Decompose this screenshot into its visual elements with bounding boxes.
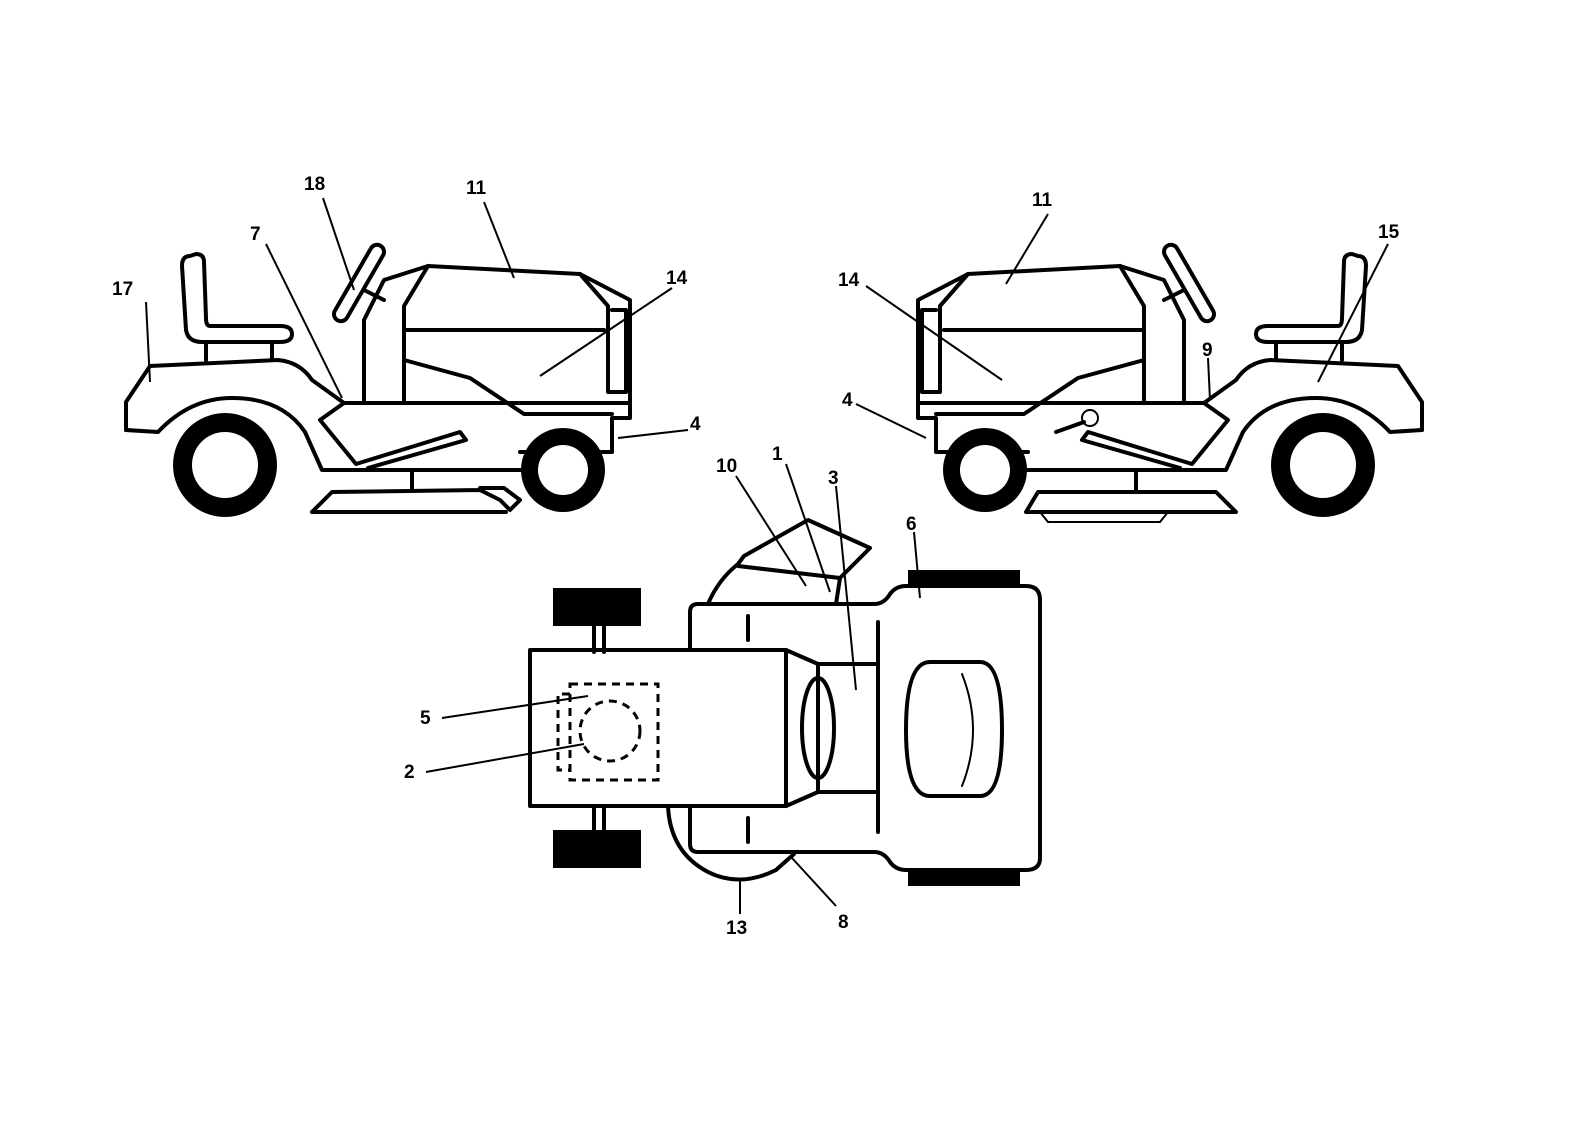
rear-wheel-arch: [124, 396, 540, 472]
callout-14: 14: [666, 268, 688, 289]
hood: [362, 264, 632, 454]
deck-top: [688, 584, 1042, 872]
callout-15: 15: [1378, 222, 1400, 243]
front-wheel-right: [553, 830, 641, 868]
callout-3: 3: [828, 468, 839, 489]
callout-13: 13: [726, 918, 747, 939]
callout-7: 7: [250, 224, 261, 245]
callout-11-right: 11: [1032, 190, 1053, 211]
callout-4-right: 4: [842, 390, 853, 411]
seat-top: [904, 660, 1004, 798]
callout-14-right: 14: [838, 270, 860, 291]
callout-9: 9: [1202, 340, 1213, 361]
mower-deck: [310, 486, 522, 514]
callout-8: 8: [838, 912, 849, 933]
seat: [180, 252, 294, 344]
callout-17: 17: [112, 279, 133, 300]
callout-10: 10: [716, 456, 737, 477]
front-wheel-left: [553, 588, 641, 626]
top-view: 10 1 3 6 5 2 13 8: [404, 444, 1042, 939]
callout-18: 18: [304, 174, 325, 195]
callout-4: 4: [690, 414, 701, 435]
rear-wheel-right: [908, 870, 1020, 886]
callout-11: 11: [466, 178, 487, 199]
callout-2: 2: [404, 762, 415, 783]
left-side-view: 17 7 18 11 14 4: [112, 174, 701, 517]
callout-6: 6: [906, 514, 917, 535]
callout-1: 1: [772, 444, 783, 465]
discharge-chute: [706, 518, 872, 606]
steering-wheel: [332, 242, 386, 324]
right-side-view: [916, 242, 1424, 523]
callout-5: 5: [420, 708, 431, 729]
rear-wheel-left: [908, 570, 1020, 586]
rear-fender: [124, 358, 632, 432]
hood-top: [528, 648, 788, 808]
